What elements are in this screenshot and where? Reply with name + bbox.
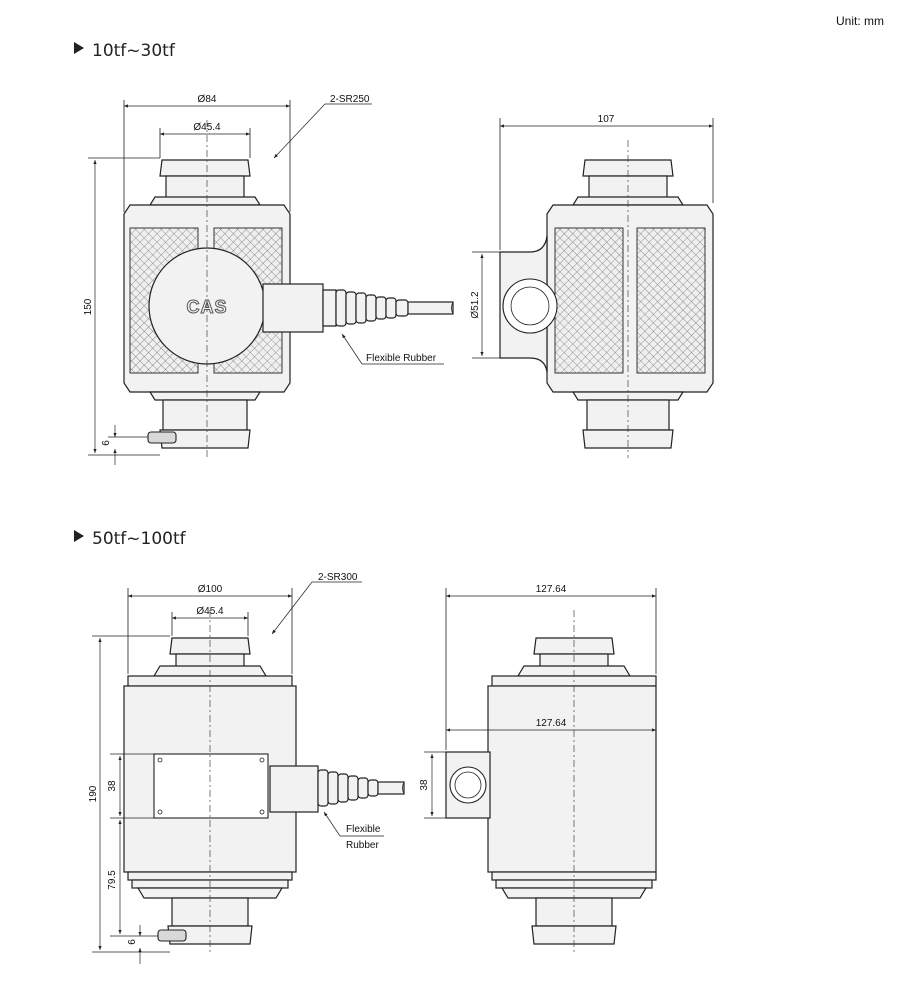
dim-height: 150 (83, 298, 94, 315)
radius-label: 2-SR250 (330, 94, 370, 105)
load-cell-side-view-large: 127.64 127.64 38 (419, 584, 657, 955)
dim-inner-diameter: Ø45.4 (193, 122, 221, 133)
dim-inner-diameter-large: Ø45.4 (196, 606, 224, 617)
cas-logo: CAS (186, 297, 227, 317)
dim-outer-diameter: Ø84 (198, 94, 217, 105)
section1-heading: 10tf~30tf (92, 41, 176, 61)
load-cell-side-view-small: 107 Ø51.2 (470, 114, 714, 458)
load-cell-front-view-large: Ø100 Ø45.4 2-SR300 190 38 79.5 6 (88, 572, 405, 964)
section-50-100tf: 50tf~100tf (74, 529, 657, 964)
dim-height-large: 190 (88, 785, 99, 802)
section-10-30tf: 10tf~30tf CAS (74, 41, 714, 465)
dim-side-width: 107 (598, 114, 615, 125)
load-cell-front-view-small: CAS Ø84 (83, 94, 454, 465)
dim-side-width-top: 127.64 (536, 584, 567, 595)
dim-plate-height: 38 (107, 780, 118, 792)
cable-label: Flexible Rubber (366, 353, 437, 364)
section2-heading: 50tf~100tf (92, 529, 187, 549)
dim-bottom-offset: 6 (101, 440, 112, 446)
cable-label-line2: Rubber (346, 840, 379, 851)
radius-label-large: 2-SR300 (318, 572, 358, 583)
dim-block-height: 38 (419, 779, 430, 791)
unit-label: Unit: mm (836, 14, 884, 28)
dim-side-width-body: 127.64 (536, 718, 567, 729)
cable-label-line1: Flexible (346, 824, 381, 835)
heading-arrow-icon (74, 530, 84, 542)
heading-arrow-icon (74, 42, 84, 54)
dim-hole-diameter: Ø51.2 (470, 291, 481, 319)
dim-bottom-offset-large: 6 (127, 939, 138, 945)
dim-lower-height: 79.5 (107, 870, 118, 890)
dim-outer-diameter-large: Ø100 (198, 584, 223, 595)
